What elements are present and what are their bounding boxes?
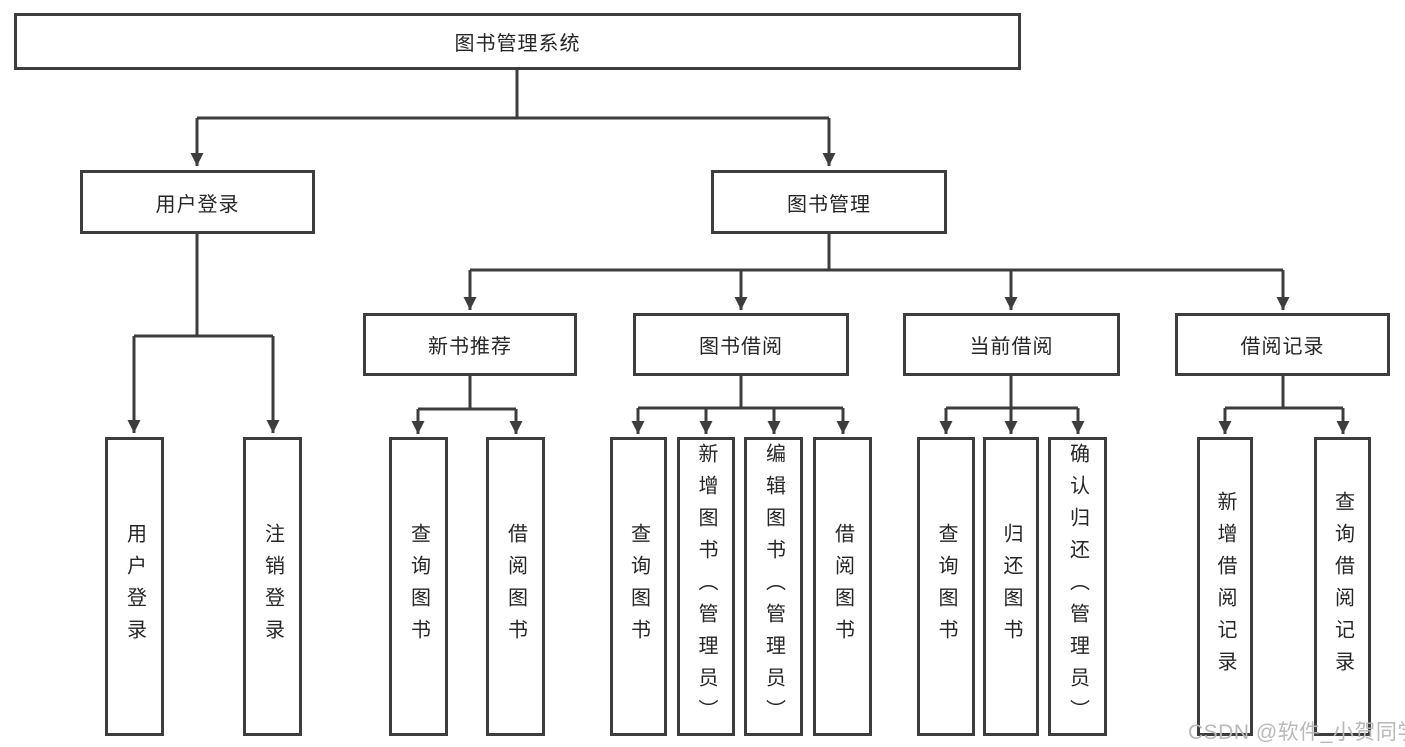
leaf-borrow-books-recommend: 借阅图书: [486, 437, 545, 736]
leaf-query-books-recommend: 查询图书: [389, 437, 448, 736]
leaf-label: 查询借阅记录: [1331, 490, 1354, 683]
leaf-confirm-return-admin: 确认归还（管理员）: [1048, 437, 1107, 736]
leaf-label: 查询图书: [627, 522, 650, 651]
node-library-management-system: 图书管理系统: [14, 13, 1021, 70]
leaf-label: 查询图书: [407, 522, 430, 651]
node-label: 新书推荐: [428, 336, 512, 358]
node-label: 图书借阅: [699, 336, 783, 358]
leaf-edit-books-admin: 编辑图书（管理员）: [744, 437, 803, 736]
node-label: 用户登录: [155, 193, 240, 216]
node-label: 借阅记录: [1240, 336, 1325, 358]
node-book-management: 图书管理: [711, 170, 947, 234]
leaf-query-borrow-record: 查询借阅记录: [1314, 437, 1371, 736]
node-new-book-recommend: 新书推荐: [363, 313, 577, 376]
leaf-label: 新增图书（管理员）: [695, 442, 717, 731]
leaf-label: 借阅图书: [504, 522, 527, 651]
node-label: 图书管理系统: [454, 33, 581, 55]
csdn-watermark: CSDN @软件_小贺同学: [1188, 721, 1405, 744]
leaf-label: 查询图书: [935, 522, 957, 651]
node-current-borrow: 当前借阅: [903, 313, 1120, 376]
leaf-add-books-admin: 新增图书（管理员）: [677, 437, 735, 736]
leaf-return-books: 归还图书: [983, 437, 1039, 736]
leaf-label: 用户登录: [123, 522, 146, 651]
leaf-label: 确认归还（管理员）: [1066, 442, 1089, 731]
leaf-label: 借阅图书: [831, 522, 854, 651]
leaf-label: 归还图书: [1000, 522, 1022, 651]
leaf-label: 注销登录: [261, 522, 284, 651]
leaf-borrow-books: 借阅图书: [813, 437, 872, 736]
leaf-query-books-borrow: 查询图书: [610, 437, 667, 736]
leaf-add-borrow-record: 新增借阅记录: [1197, 437, 1253, 736]
node-user-login: 用户登录: [80, 170, 315, 234]
leaf-query-books-current: 查询图书: [917, 437, 975, 736]
leaf-label: 编辑图书（管理员）: [762, 442, 785, 731]
leaf-label: 新增借阅记录: [1214, 490, 1236, 683]
node-label: 当前借阅: [969, 336, 1054, 358]
node-book-borrow: 图书借阅: [633, 313, 849, 376]
leaf-user-login: 用户登录: [105, 437, 164, 736]
leaf-logout: 注销登录: [243, 437, 302, 736]
node-borrow-record: 借阅记录: [1175, 313, 1390, 376]
node-label: 图书管理: [787, 193, 871, 216]
